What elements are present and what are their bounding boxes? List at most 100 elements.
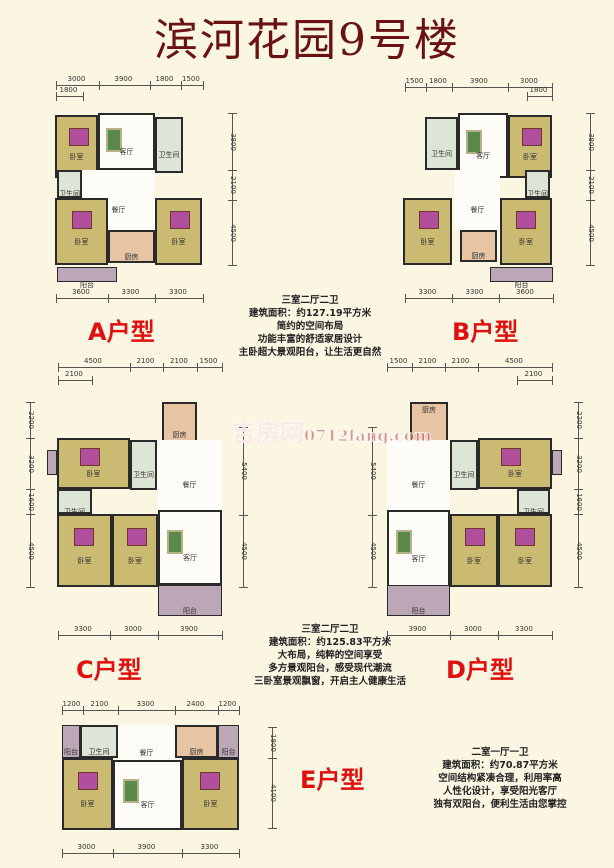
plan-c-dim-top-tick [58,363,59,372]
plan-c-dim-top-tick [222,363,223,372]
plan-c-dim-top-label: 4500 [84,357,102,365]
plan-d-dim-top-line [387,367,552,368]
plan-d-dim-side2-label: 4500 [368,542,377,560]
plan-d-dim-side2-tick [368,427,377,428]
plan-d-room-bed: 卧室 [450,514,498,587]
plan-d-dim-top-tick [478,363,479,372]
plan-d-dim-side2-line [372,427,373,587]
room-label: 卫生间 [431,149,452,158]
plan-e-dim-bottom-tick [113,849,114,858]
plan-d-dim-side-label: 4500 [574,541,583,560]
plan-c-room-bath: 卫生间 [130,440,157,490]
plan-c-room-balcony: 阳台 [158,585,222,616]
plan-c-dim-top2-label: 2100 [65,370,83,378]
plan-c-room-open: 餐厅 [157,440,222,510]
plan-b-dim-bottom-line [405,298,553,299]
room-label: 卧室 [203,800,218,808]
plan-d-dim-top-label: 2100 [418,357,437,365]
plan-e-dim-top-label: 2400 [186,700,205,708]
bed-icon [169,211,190,230]
plan-a-room-bed: 卧室 [55,115,98,178]
room-label: 卫生间 [523,507,544,516]
plan-a-dim-bottom-line [56,298,203,299]
plan-b-room-bath: 卫生间 [525,170,550,198]
plan-c-dim-bottom-line [58,635,222,636]
description-e: 二室一厅一卫 建筑面积：约70.87平方米 空间结构紧凑合理，利用率高 人性化设… [400,746,600,811]
room-label: 卧室 [518,556,532,565]
plan-e-dim-bottom-label: 3000 [77,843,96,851]
desc-line: 二室一厅一卫 [471,747,529,758]
room-label: 客厅 [476,151,490,160]
room-label: 阳台 [183,606,197,615]
plan-d-room-balcony: 阳台 [387,585,450,616]
plan-d-dim-side2-tick [368,587,377,588]
plan-a-dim-top-label: 3900 [114,75,133,83]
room-label: 卧室 [69,152,84,161]
plan-d-dim-top-tick [412,363,413,372]
plan-d-dim-top-tick [552,363,553,372]
plan-c-dim-side2-tick [239,515,248,516]
plan-a-dim-bottom-label: 3300 [121,288,140,296]
room-label: 阳台 [514,280,529,289]
plan-b-dim-side-tick [586,265,595,266]
plan-a-dim-top2-tick [56,92,57,101]
plan-d-room-balcony [552,450,562,475]
plan-b-dim-top-label: 1500 [405,77,424,85]
desc-line: 大布局，纯粹的空间享受 [277,650,383,661]
plan-a-dim-top-tick [150,81,151,90]
plan-c-dim-bottom-label: 3300 [74,625,92,633]
plan-d-dim-bottom-label: 3300 [515,625,533,633]
plan-a-dim-top-label: 1500 [182,75,200,83]
room-label: 客厅 [411,554,426,563]
plan-b-dim-bottom-tick [405,294,406,303]
plan-c-dim-side-tick [26,489,35,490]
plan-b-dim-bottom-label: 3300 [465,288,484,296]
room-label: 卧室 [74,237,89,246]
plan-a-room-bath: 卫生间 [155,117,183,173]
room-label: 餐厅 [470,206,485,214]
plan-e-room-kitchen: 厨房 [175,725,218,758]
plan-d-dim-bottom-label: 3000 [464,625,482,633]
plan-d-dim-bottom-tick [498,631,499,640]
plan-d-dim-side-tick [574,402,583,403]
type-label-e: E户型 [300,766,365,794]
desc-line: 多方景观阳台，感受现代潮流 [268,663,392,674]
plan-d-dim-side-tick [574,514,583,515]
room-label: 卫生间 [64,507,85,516]
plan-c-dim-top-label: 1500 [199,357,218,365]
plan-c-dim-side2-label: 5400 [239,462,248,480]
plan-b-room-bed: 卧室 [508,115,552,178]
plan-a-dim-side-tick [228,170,237,171]
plan-c-dim-bottom-label: 3000 [124,625,142,633]
room-label: 阳台 [64,747,78,756]
desc-line: 三室二厅二卫 [301,624,359,635]
plan-e-room-bed: 卧室 [182,758,239,830]
plan-d-dim-side-tick [574,489,583,490]
plan-c-dim-bottom-label: 3900 [180,625,198,633]
plan-e-dim-side-tick [268,828,277,829]
plan-b-dim-top2-tick [552,92,553,101]
plan-e-dim-bottom-tick [62,849,63,858]
room-label: 客厅 [119,147,134,156]
plan-e-dim-top-label: 2100 [90,700,109,708]
plan-c-dim-top2-tick [58,376,59,385]
plan-d-dim-side-tick [574,438,583,439]
plan-d-dim-top2-line [517,380,552,381]
plan-d-dim-top-tick [445,363,446,372]
plan-e-room-bath: 卫生间 [80,725,118,758]
plan-e-dim-side-tick [268,727,277,728]
room-label: 卧室 [420,237,435,246]
plan-b-dim-side-label: 4500 [586,223,595,242]
bed-icon [199,772,220,791]
watermark-url: 0712fang.com [304,426,433,446]
plan-c-dim-top-tick [163,363,164,372]
plan-c-dim-side-tick [26,402,35,403]
plan-a-dim-side-label: 3800 [228,132,237,151]
plan-b-room-living: 客厅 [458,113,508,178]
room-label: 厨房 [471,252,486,260]
plan-e-room-bed: 卧室 [62,758,113,830]
plan-c-room-bed: 卧室 [57,514,112,587]
plan-a-dim-side-line [232,113,233,265]
room-label: 厨房 [124,252,139,261]
plan-c-room-living: 客厅 [158,510,222,585]
